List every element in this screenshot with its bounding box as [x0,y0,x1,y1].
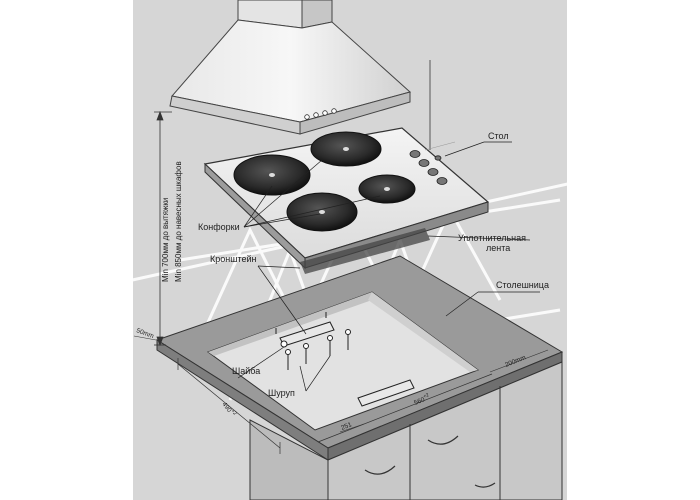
label-table: Стол [488,131,509,141]
dimension-width: 560+2 [412,392,431,407]
range-hood [169,0,412,135]
sealing-tape [300,228,430,274]
width-dimension [317,373,493,443]
dimension-bracket-offset: 251 [340,421,353,432]
hood-button-icon [322,110,328,116]
label-seal-line1: Уплотнительная [458,233,526,243]
label-seal-line2: лента [486,243,510,253]
knob-icon [427,168,439,176]
dimension-min-cabinets: Min 850мм до навесных шкафов [174,161,183,282]
label-burners: Конфорки [198,222,240,232]
hood-button-icon [331,108,337,114]
bracket-icon [357,379,415,407]
hood-button-icon [313,112,319,118]
knob-icon [418,159,430,167]
control-knobs [409,150,448,185]
washer-icon [280,340,288,348]
dimension-min-hood: Min 700мм до вытяжки [161,198,170,282]
label-bracket: Кронштейн [210,254,256,264]
drawer-handle-icon [427,435,459,445]
vertical-dimension [154,110,172,347]
label-washer: Шайба [232,366,260,376]
knob-icon [436,177,448,185]
label-countertop: Столешница [496,280,549,290]
countertop [155,255,564,461]
label-screw: Шуруп [268,388,295,398]
depth-dimension [177,358,281,454]
leader-lines [237,141,540,392]
knob-icon [434,155,442,161]
knob-icon [409,150,421,158]
base-cabinet [249,361,563,500]
drawer-handle-icon [474,482,496,488]
drawer-handle-icon [364,465,396,475]
hood-button-icon [304,114,310,120]
mounting-hardware [275,312,415,407]
